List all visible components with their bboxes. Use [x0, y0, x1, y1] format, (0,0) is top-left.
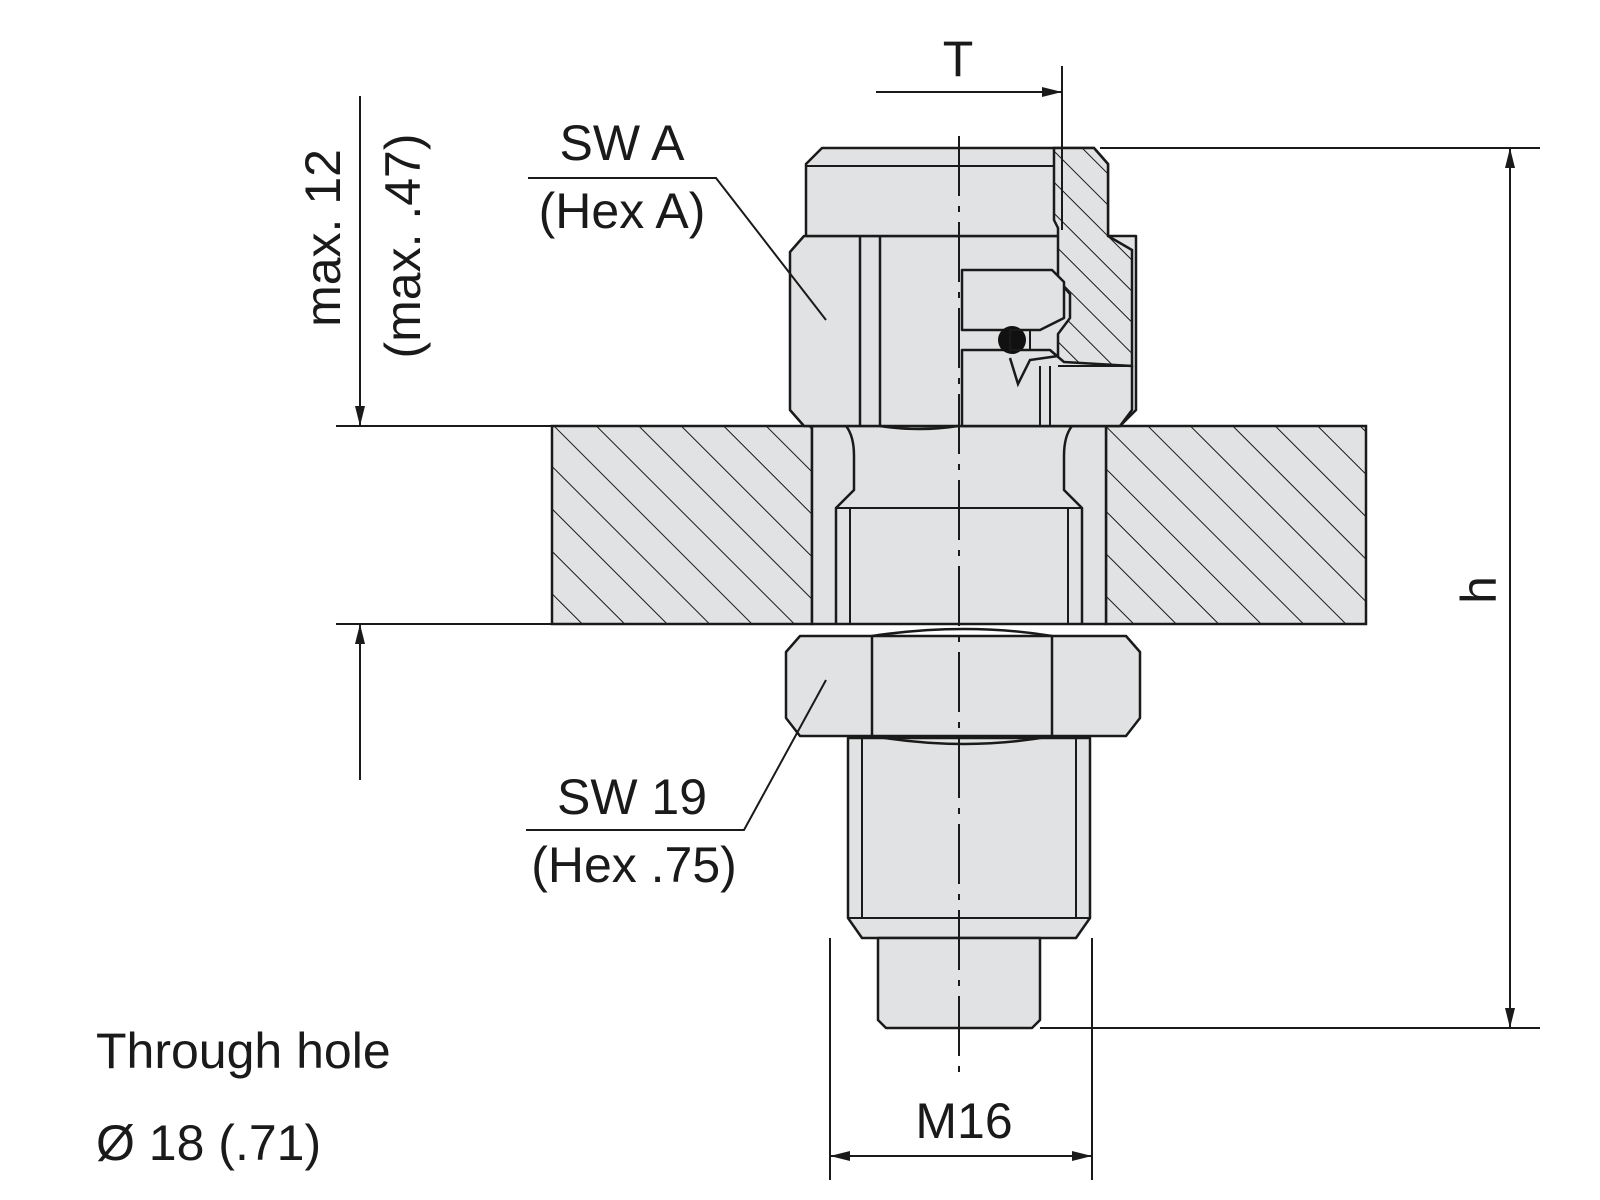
- mounting-plate: [550, 424, 1368, 626]
- label-m16: M16: [915, 1093, 1012, 1149]
- label-sw19: SW 19: [557, 769, 707, 825]
- dimension-m16: M16: [829, 938, 1093, 1180]
- lower-threaded-shank: [846, 736, 1092, 1030]
- leader-sw19: SW 19 (Hex .75): [526, 679, 827, 893]
- label-through-hole: Through hole: [96, 1023, 391, 1079]
- label-through-hole-diameter: Ø 18 (.71): [96, 1115, 321, 1171]
- dimension-plate-thickness: max. 12 (max. .47): [295, 96, 552, 780]
- through-hole-note: Through hole Ø 18 (.71): [96, 1023, 391, 1171]
- label-swa: SW A: [559, 115, 685, 171]
- half-section-cut: [960, 146, 1134, 428]
- lock-nut-sw19: [784, 627, 1142, 746]
- dimension-t: T: [876, 31, 1063, 230]
- label-h: h: [1451, 576, 1507, 604]
- label-t: T: [943, 31, 974, 87]
- label-plate-thickness-mm: max. 12: [295, 149, 351, 327]
- label-hex-075: (Hex .75): [531, 837, 737, 893]
- label-plate-thickness-in: (max. .47): [375, 133, 431, 358]
- dimension-h: h: [1040, 147, 1540, 1029]
- label-hex-a: (Hex A): [539, 183, 706, 239]
- leader-swa: SW A (Hex A): [528, 115, 827, 321]
